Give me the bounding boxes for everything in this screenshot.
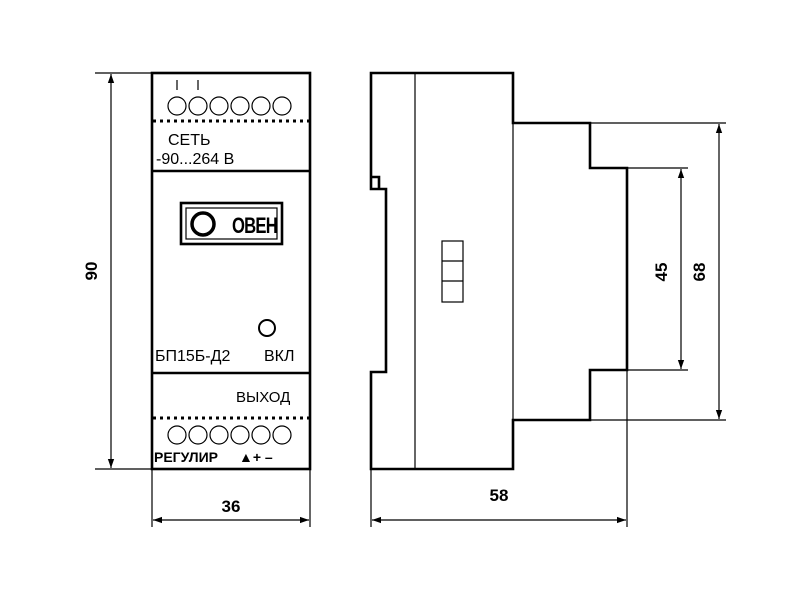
- terminal-screw: [251, 425, 271, 445]
- mains-voltage-range: -90...264 В: [156, 151, 234, 168]
- terminal-screw: [209, 425, 229, 445]
- power-indicator-label: ВКЛ: [264, 348, 295, 365]
- output-label: ВЫХОД: [236, 389, 290, 406]
- adjust-label: РЕГУЛИР: [154, 449, 218, 465]
- depth-value: 58: [490, 486, 509, 505]
- width-value: 36: [222, 497, 241, 516]
- height-value: 90: [82, 262, 101, 281]
- front-body-outline: [150, 71, 312, 471]
- power-led-indicator: [258, 319, 276, 337]
- terminal-screw: [272, 425, 292, 445]
- terminal-screw: [251, 96, 271, 116]
- terminal-screw: [209, 96, 229, 116]
- logo-circle-mark: [190, 211, 216, 237]
- brand-logo: ОВЕН: [179, 201, 284, 246]
- logo-wordmark: ОВЕН: [232, 213, 277, 238]
- front-view: СЕТЬ -90...264 В ОВЕН БП15Б-Д2 ВКЛ ВЫХОД…: [82, 71, 312, 527]
- width-dimension: 36: [151, 469, 311, 527]
- adjust-symbols: ▲+ –: [239, 449, 273, 465]
- step-height-dimension: 45: [627, 167, 688, 371]
- terminal-screw: [188, 425, 208, 445]
- side-body-outline: [369, 71, 629, 471]
- bottom-terminal-block: [167, 425, 292, 445]
- side-vent-slots: [441, 240, 464, 303]
- body-height-dimension: 68: [590, 122, 726, 421]
- terminal-screw: [167, 425, 187, 445]
- mains-label: СЕТЬ: [168, 132, 211, 149]
- terminal-screw: [188, 96, 208, 116]
- terminal-screw: [230, 96, 250, 116]
- terminal-screw: [230, 425, 250, 445]
- terminal-screw: [272, 96, 292, 116]
- step-height-value: 45: [652, 263, 671, 282]
- side-view: 58 45 68: [369, 71, 726, 527]
- terminal-screw: [167, 96, 187, 116]
- depth-dimension: 58: [370, 370, 628, 527]
- din-clip-notch: [371, 175, 381, 189]
- height-dimension: 90: [82, 72, 152, 470]
- model-label: БП15Б-Д2: [155, 348, 230, 365]
- top-terminal-block: [167, 96, 292, 116]
- body-height-value: 68: [690, 263, 709, 282]
